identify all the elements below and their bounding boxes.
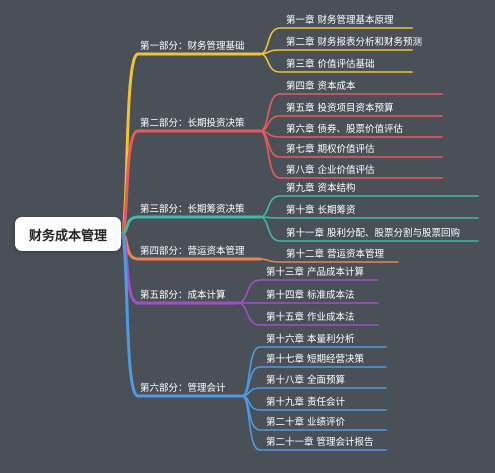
root-label: 财务成本管理 xyxy=(28,228,107,244)
child-label-2-2[interactable]: 第五章 投资项目资本预算 xyxy=(286,103,394,114)
child-link-2-5 xyxy=(259,130,443,179)
child-label-2-4[interactable]: 第七章 期权价值评估 xyxy=(286,144,375,155)
branch-link-6 xyxy=(119,232,244,398)
child-label-4-1[interactable]: 第十二章 营运资本管理 xyxy=(286,249,385,260)
child-label-5-2[interactable]: 第十四章 标准成本法 xyxy=(266,290,355,301)
child-label-1-3[interactable]: 第三章 价值评估基础 xyxy=(286,59,375,70)
child-label-3-3[interactable]: 第十一章 股利分配、股票分割与股票回购 xyxy=(286,228,461,239)
child-label-6-4[interactable]: 第十九章 责任会计 xyxy=(266,397,346,408)
child-link-3-2 xyxy=(259,216,479,219)
branch-link-2 xyxy=(119,129,262,236)
child-link-5-3 xyxy=(237,302,379,326)
child-label-3-1[interactable]: 第九章 资本结构 xyxy=(286,183,356,194)
branch-label-2[interactable]: 第二部分：长期投资决策 xyxy=(140,118,245,129)
child-label-2-5[interactable]: 第八章 企业价值评估 xyxy=(286,165,375,176)
child-label-1-1[interactable]: 第一章 财务管理基本原理 xyxy=(286,15,394,26)
child-label-2-1[interactable]: 第四章 资本成本 xyxy=(286,81,356,92)
child-link-6-3 xyxy=(241,387,387,397)
branch-label-5[interactable]: 第五部分：成本计算 xyxy=(140,290,226,301)
child-label-3-2[interactable]: 第十章 长期筹资 xyxy=(286,205,356,216)
child-label-6-6[interactable]: 第二十一章 管理会计报告 xyxy=(266,437,374,448)
child-label-2-3[interactable]: 第六章 债券、股票价值评估 xyxy=(286,124,404,135)
branch-label-6[interactable]: 第六部分：管理会计 xyxy=(140,383,226,394)
child-link-1-2 xyxy=(259,49,413,55)
child-link-4-1 xyxy=(259,258,399,263)
child-label-6-1[interactable]: 第十六章 本量利分析 xyxy=(266,334,355,345)
child-label-5-1[interactable]: 第十三章 产品成本计算 xyxy=(266,267,365,278)
branch-label-3[interactable]: 第三部分：长期筹资决策 xyxy=(140,204,245,215)
branch-link-3 xyxy=(119,215,262,236)
child-label-6-2[interactable]: 第十七章 短期经营决策 xyxy=(266,354,365,365)
child-link-3-3 xyxy=(259,216,479,242)
root-node[interactable]: 财务成本管理 xyxy=(15,217,121,251)
child-label-6-5[interactable]: 第二十章 业绩评价 xyxy=(266,417,346,428)
branch-label-1[interactable]: 第一部分：财务管理基础 xyxy=(140,41,245,52)
child-link-2-1 xyxy=(259,93,443,132)
child-link-5-1 xyxy=(237,279,379,304)
branch-label-4[interactable]: 第四部分：营运资本管理 xyxy=(140,246,245,257)
child-link-1-3 xyxy=(259,53,413,73)
child-label-6-3[interactable]: 第十八章 全面预算 xyxy=(266,375,346,386)
child-link-6-6 xyxy=(241,395,387,451)
child-label-1-2[interactable]: 第二章 财务报表分析和财务预测 xyxy=(286,37,423,48)
child-label-5-3[interactable]: 第十五章 作业成本法 xyxy=(266,312,355,323)
